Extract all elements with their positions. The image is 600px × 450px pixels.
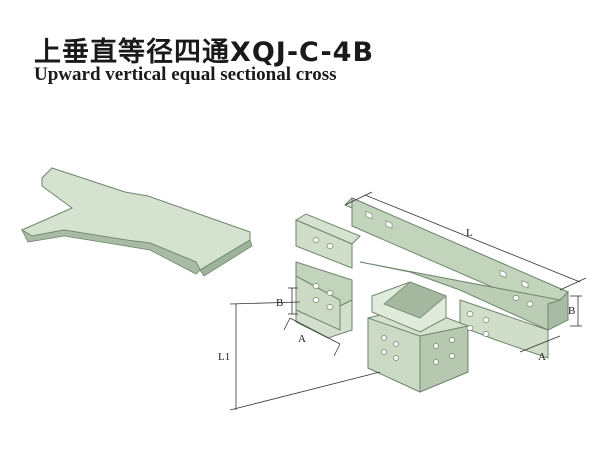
dimension-A-left-label: A [298,333,306,345]
dimension-L-label: L [466,227,473,239]
dimension-B-right-label: B [568,305,575,317]
cover-plate [20,167,253,277]
dimension-A-right-label: A [538,351,546,363]
product-title-english: Upward vertical equal sectional cross [34,64,337,85]
dimension-lines [229,191,587,411]
product-title-chinese: 上垂直等径四通XQJ-C-4B [34,37,375,68]
dimension-B-left-label: B [276,297,283,309]
cross-fitting [294,197,569,393]
dimension-L1-label: L1 [218,351,230,363]
